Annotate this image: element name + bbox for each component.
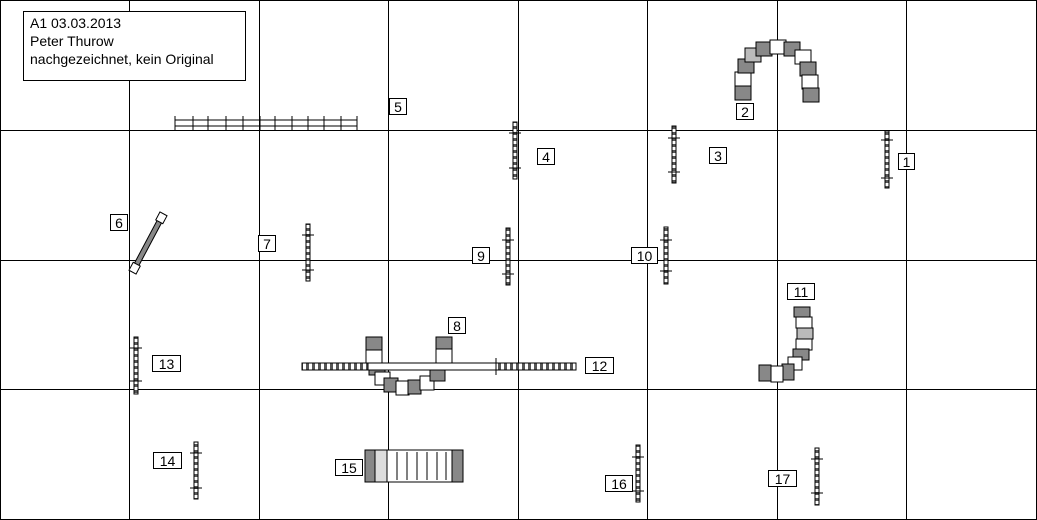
jump-obstacle-3 [668, 125, 680, 184]
chute-obstacle-15 [364, 449, 464, 483]
obstacle-label-7: 7 [258, 235, 276, 252]
jump-obstacle-6 [128, 211, 168, 275]
obstacle-label-4: 4 [537, 148, 555, 165]
jump-obstacle-7 [302, 223, 314, 282]
course-info-box: A1 03.03.2013 Peter Thurow nachgezeichne… [23, 11, 246, 81]
jump-obstacle-13 [130, 336, 142, 395]
obstacle-label-5: 5 [389, 98, 407, 115]
jump-obstacle-14 [190, 441, 202, 500]
course-note: nachgezeichnet, kein Original [30, 51, 214, 67]
jump-obstacle-16 [632, 444, 644, 503]
jump-obstacle-10 [660, 226, 672, 285]
jump-obstacle-4 [509, 121, 521, 180]
course-title: A1 03.03.2013 [30, 15, 122, 31]
obstacle-label-9: 9 [472, 247, 490, 264]
seesaw-obstacle-12 [301, 358, 577, 375]
tunnel-obstacle-8 [365, 336, 453, 396]
obstacle-label-12: 12 [585, 357, 614, 374]
obstacle-label-2: 2 [736, 103, 754, 120]
obstacle-label-1: 1 [898, 153, 915, 170]
obstacle-label-3: 3 [709, 147, 727, 164]
course-author: Peter Thurow [30, 33, 114, 49]
obstacle-label-8: 8 [448, 317, 466, 334]
dogwalk-obstacle-5 [174, 116, 358, 130]
obstacle-label-15: 15 [335, 459, 363, 476]
obstacle-label-16: 16 [605, 475, 633, 492]
jump-obstacle-9 [502, 227, 514, 286]
obstacle-label-10: 10 [631, 247, 658, 264]
obstacle-label-17: 17 [768, 470, 797, 487]
tunnel-obstacle-11 [758, 306, 814, 383]
obstacle-label-13: 13 [152, 355, 181, 372]
obstacle-label-6: 6 [110, 214, 128, 231]
jump-obstacle-17 [811, 447, 823, 506]
tunnel-obstacle-2 [734, 39, 820, 103]
obstacle-label-14: 14 [153, 452, 182, 469]
obstacle-label-11: 11 [787, 283, 815, 300]
jump-obstacle-1 [881, 130, 893, 189]
